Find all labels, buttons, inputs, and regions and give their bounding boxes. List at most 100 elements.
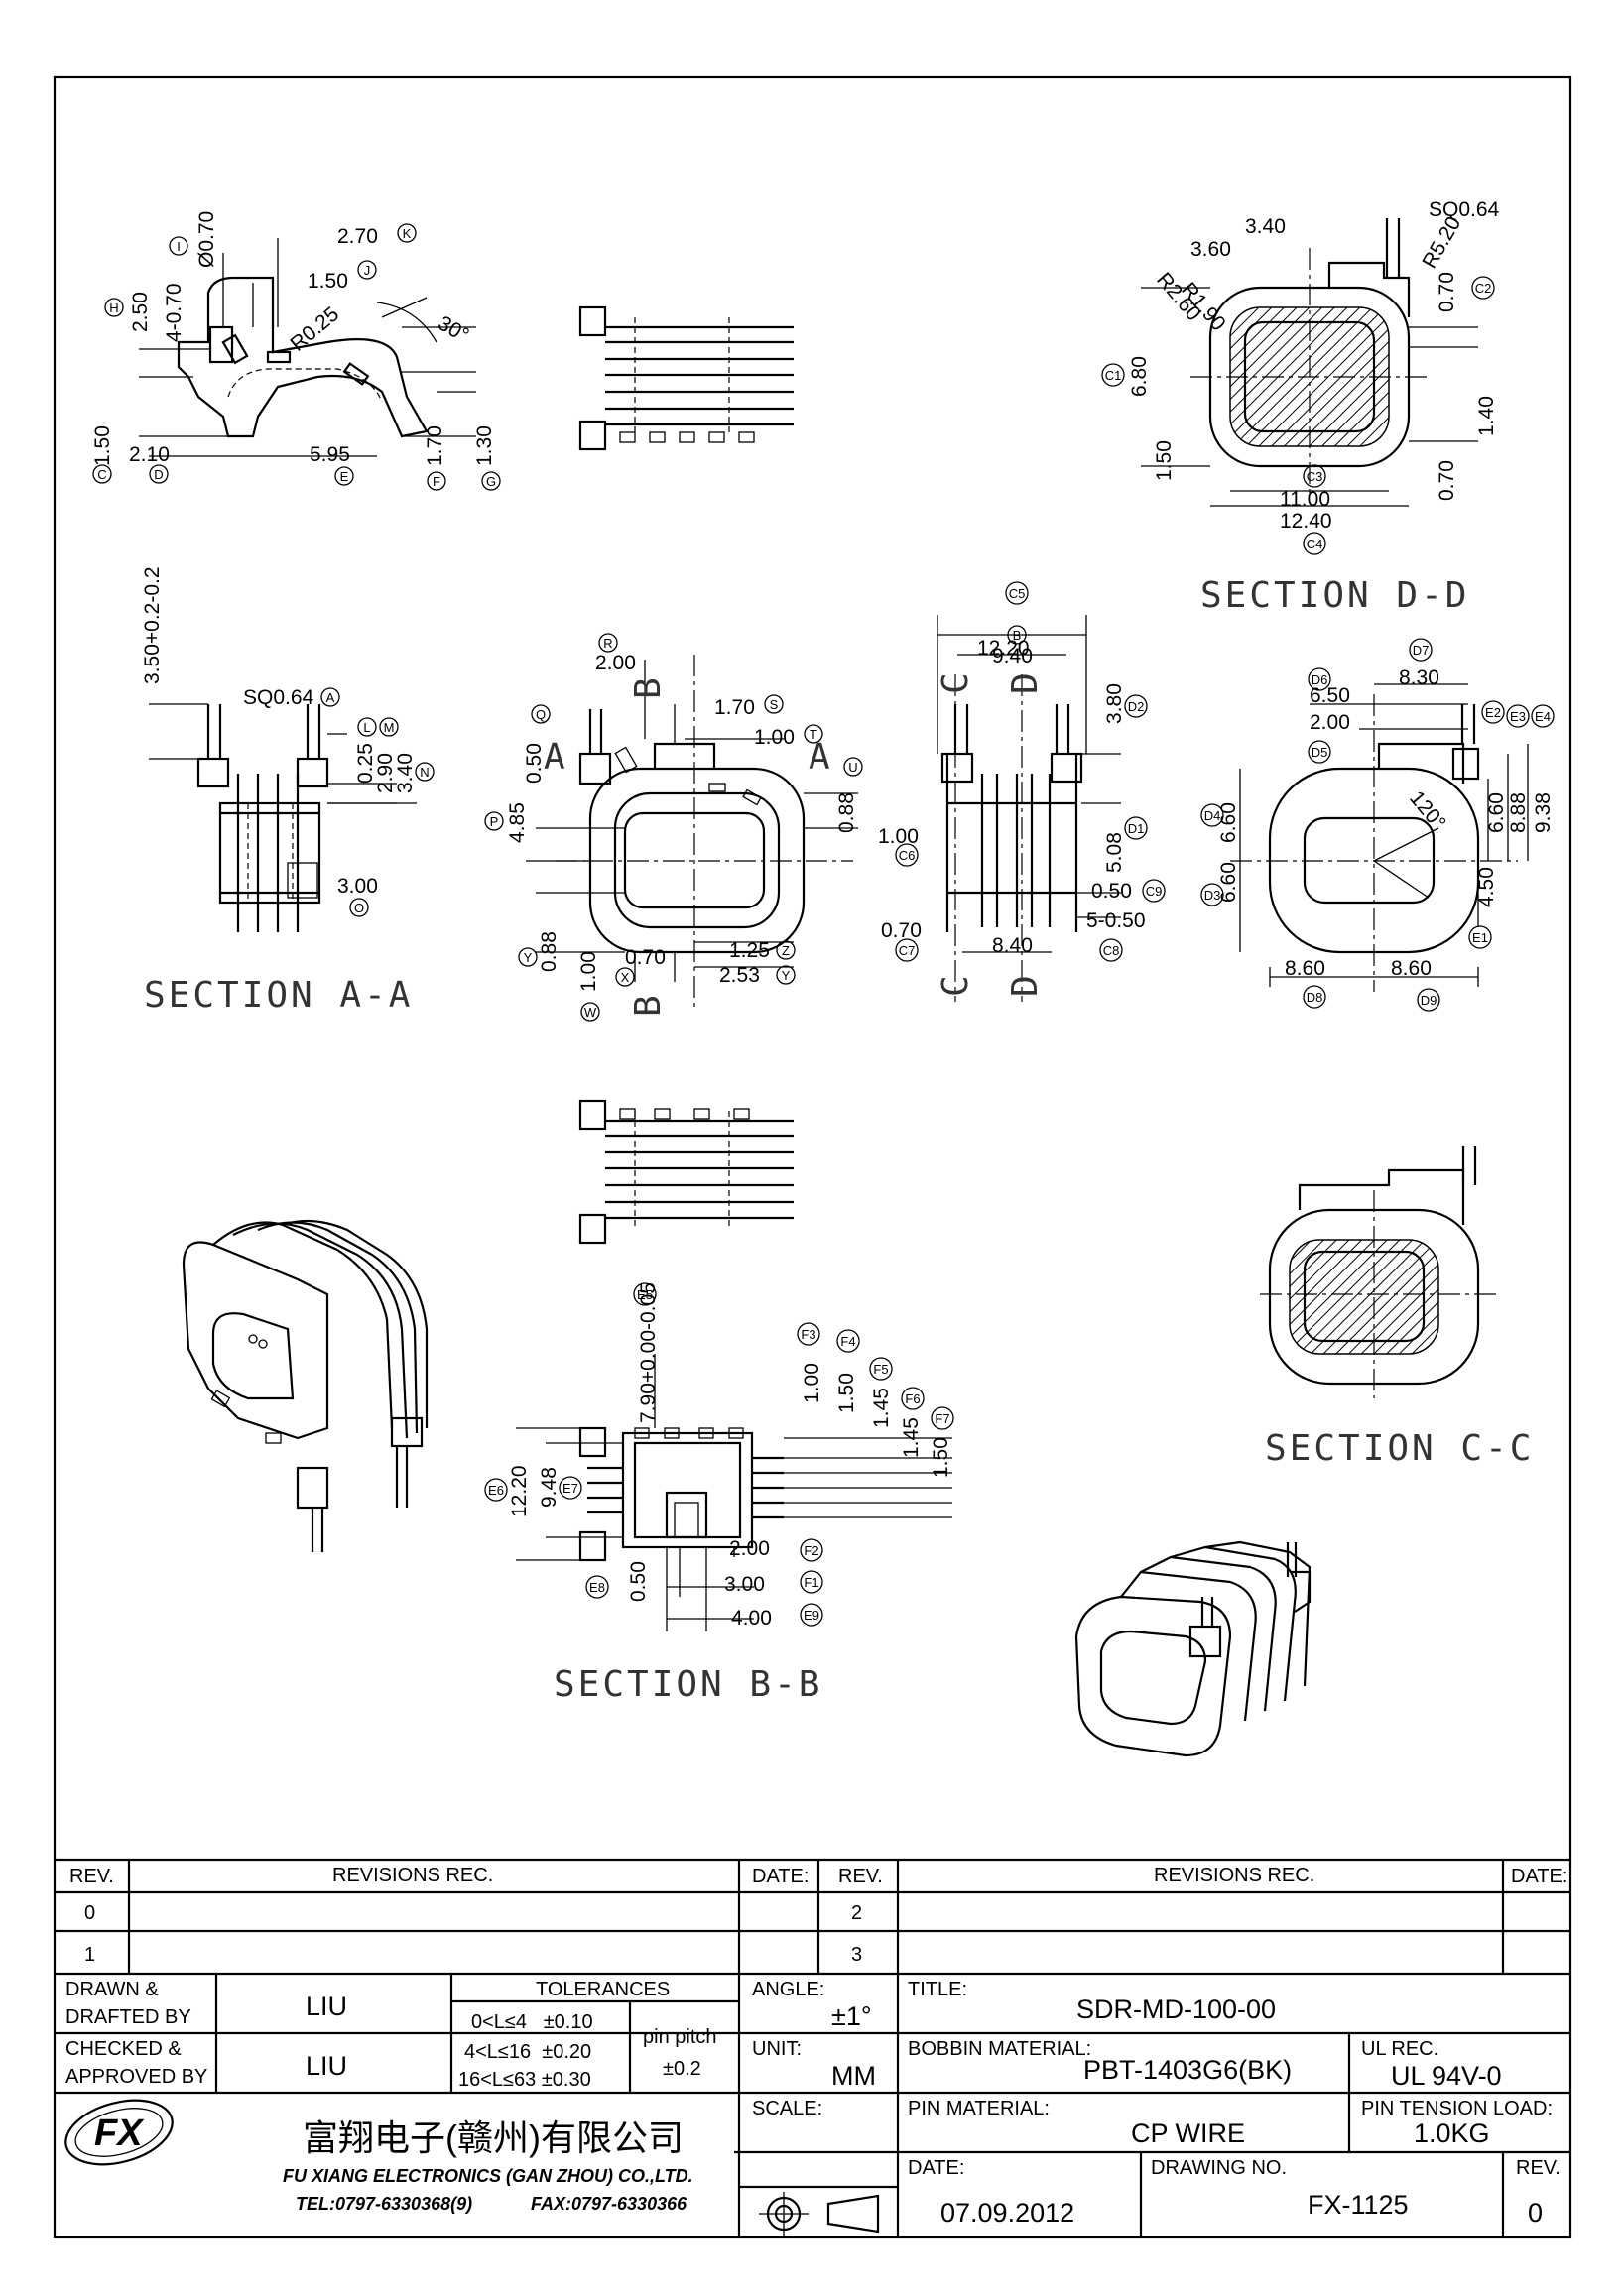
dim-front-10: 2.53 [719,964,760,987]
balloon-dd-C3: C3 [1303,464,1326,488]
tb-checked-label-1: CHECKED & [65,2038,182,2060]
dim-cc-10: 8.60 [1285,957,1325,980]
tb-date-label: DATE: [908,2157,964,2179]
svg-text:E3: E3 [1510,709,1526,724]
svg-text:X: X [621,970,630,985]
svg-text:F1: F1 [804,1575,818,1590]
dim-side-5: 0.50 [1091,880,1132,903]
dim-bb-10: 3.00 [724,1573,765,1596]
dim-side-0: 12.20 [977,637,1030,660]
svg-text:C9: C9 [1146,884,1163,899]
svg-text:D3: D3 [1204,888,1221,903]
tb-rev-row-2: 2 [851,1902,862,1924]
svg-text:D8: D8 [1307,990,1323,1005]
balloon-bb-F3: F3 [797,1322,820,1346]
dim-front-6: 0.88 [538,931,561,972]
dim-cc-0: 8.30 [1399,666,1439,689]
dim-tl-9: 5.95 [310,443,350,466]
balloon-bb-F5: F5 [869,1357,893,1381]
svg-text:F5: F5 [873,1362,888,1377]
tb-pin-tension-label: PIN TENSION LOAD: [1361,2098,1553,2119]
balloon-side-C7: C7 [895,938,919,962]
svg-text:C8: C8 [1103,943,1120,958]
balloon-front-U: U [843,757,863,777]
tb-rev-row-3: 3 [851,1944,862,1966]
dim-dd-9: 1.50 [1153,440,1176,481]
cut-d-top: D [1005,669,1046,694]
balloon-front-P: P [484,811,504,831]
svg-text:I: I [177,239,181,254]
balloon-bb-F2: F2 [800,1538,823,1562]
dim-side-2: 3.80 [1103,683,1126,724]
balloon-tl-H: H [104,298,124,317]
view-section-dd: SQ0.64 3.40 3.60 R5.20 R1.90 R2.60 0.70 … [1101,198,1500,616]
dim-tl-2: 1.50 [308,270,348,293]
balloon-bb-E8: E8 [585,1575,609,1599]
dim-tl-11: 1.30 [473,425,496,466]
fx-logo: FX [64,2099,174,2166]
tb-rev-row-1: 1 [84,1944,95,1966]
dim-dd-3: R5.20 [1418,212,1465,272]
dim-cc-8: 9.38 [1532,792,1555,833]
svg-text:D1: D1 [1128,821,1145,836]
svg-text:E2: E2 [1485,705,1501,720]
tb-unit-label: UNIT: [752,2038,802,2060]
svg-text:C2: C2 [1475,281,1492,296]
svg-text:E6: E6 [488,1483,504,1498]
svg-text:D9: D9 [1421,993,1437,1008]
svg-text:C4: C4 [1307,537,1323,551]
tb-pin-material-label: PIN MATERIAL: [908,2098,1050,2119]
dim-side-7: 0.70 [881,919,922,942]
dim-tl-10: 1.70 [424,425,446,466]
tb-rev-header-right: REV. [838,1866,883,1887]
balloon-side-B: B [1007,625,1027,645]
view-iso-right [1074,1540,1312,1757]
dim-front-4: 4.85 [506,802,529,843]
dim-tl-4: 2.50 [129,292,152,332]
dim-front-0: 2.00 [595,652,636,674]
dim-bb-2: 1.50 [835,1373,858,1413]
tb-angle-label: ANGLE: [752,1979,824,2000]
balloon-front-X: X [615,967,635,987]
dim-dd-6: 0.70 [1436,272,1458,312]
dim-front-9: 1.25 [729,939,770,962]
dim-bb-4: 1.45 [900,1417,923,1458]
dim-bb-1: 1.00 [801,1363,823,1403]
tb-checked-by: LIU [306,2051,347,2081]
svg-text:Y: Y [782,968,791,983]
svg-text:D5: D5 [1312,745,1328,760]
svg-text:D7: D7 [1413,643,1430,658]
dim-tl-5: 4-0.70 [163,283,186,342]
tb-pin-material-value: CP WIRE [1131,2118,1245,2148]
balloon-bb-E5: E5 [633,1282,657,1306]
balloon-bb-F6: F6 [901,1387,925,1410]
balloon-tl-F: F [427,471,446,491]
tb-ul-value: UL 94V-0 [1391,2061,1502,2091]
tb-rev-header-left: REV. [69,1866,114,1887]
balloon-tl-E: E [334,466,354,486]
svg-text:F: F [433,474,440,489]
svg-text:G: G [486,474,496,489]
dim-dd-11: 11.00 [1280,488,1330,511]
dim-bb-9: 0.50 [627,1561,650,1602]
dim-side-6: 5-0.50 [1086,909,1146,932]
view-side: 12.20 9.40 3.80 5.08 1.00 0.50 5-0.50 0.… [878,581,1166,1002]
dim-side-3: 5.08 [1103,832,1126,873]
tb-date-header-left: DATE: [752,1866,809,1887]
tb-pin-pitch-tol: ±0.2 [663,2058,701,2080]
view-top-left: Ø0.70 2.70 1.50 R0.25 2.50 4-0.70 30° 1.… [91,211,501,491]
svg-text:C: C [97,467,106,482]
dim-front-5: 0.88 [835,792,858,833]
tb-date-value: 07.09.2012 [940,2198,1074,2228]
balloon-bb-E6: E6 [484,1478,508,1502]
svg-text:P: P [490,814,499,829]
dim-aa-3: 2.90 [374,753,397,793]
svg-text:F3: F3 [801,1327,815,1342]
dim-dd-10: 0.70 [1436,460,1458,501]
cut-b-top: B [628,674,669,699]
balloon-dd-C4: C4 [1303,532,1326,555]
dim-dd-7: 6.80 [1128,356,1151,397]
balloon-cc-D4: D4 [1200,803,1224,827]
dim-dd-1: 3.40 [1245,215,1286,238]
view-front: 2.00 1.70 1.00 0.50 4.85 0.88 0.88 1.00 … [484,633,863,1022]
